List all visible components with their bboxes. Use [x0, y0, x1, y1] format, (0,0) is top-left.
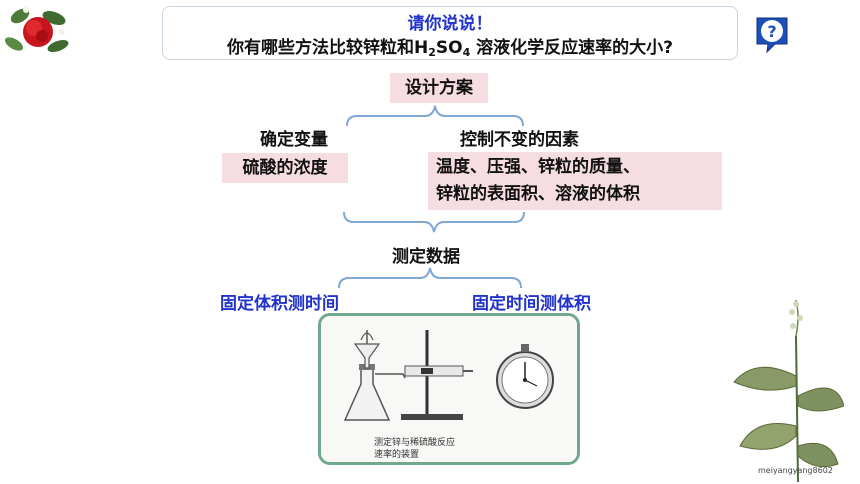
- flower-decoration: [4, 7, 69, 53]
- constant-label: 控制不变的因素: [460, 130, 579, 150]
- measure-brace-bottom: [338, 267, 522, 289]
- svg-text:?: ?: [767, 22, 776, 41]
- constant-line-2: 锌粒的表面积、溶液的体积: [436, 184, 640, 204]
- variable-label: 确定变量: [260, 130, 328, 150]
- plan-title: 设计方案: [390, 73, 488, 103]
- question-box: 请你说说！ 你有哪些方法比较锌粒和H2SO4 溶液化学反应速率的大小?: [162, 6, 738, 60]
- watermark: meiyangyang8602: [758, 466, 833, 475]
- apparatus-caption: 测定锌与稀硫酸反应 速率的装置: [374, 437, 504, 461]
- measure-title: 测定数据: [392, 247, 460, 267]
- method-fixed-time: 固定时间测体积: [472, 294, 591, 314]
- question-mark-icon[interactable]: ?: [753, 14, 793, 54]
- caption-line-1: 测定锌与稀硫酸反应: [374, 438, 456, 448]
- plant-decoration: [733, 299, 844, 482]
- method-fixed-volume: 固定体积测时间: [220, 294, 339, 314]
- apparatus-image-frame: [318, 313, 580, 465]
- measure-brace-top: [343, 211, 525, 233]
- constant-line-1: 温度、压强、锌粒的质量、: [436, 157, 640, 177]
- constant-factors: 温度、压强、锌粒的质量、 锌粒的表面积、溶液的体积: [428, 152, 722, 210]
- question-text: 你有哪些方法比较锌粒和H2SO4 溶液化学反应速率的大小?: [226, 38, 674, 59]
- question-title: 请你说说！: [407, 14, 493, 34]
- apparatus-illustration: [321, 316, 577, 462]
- plan-brace: [346, 105, 524, 127]
- caption-line-2: 速率的装置: [374, 450, 420, 460]
- variable-value: 硫酸的浓度: [222, 153, 348, 183]
